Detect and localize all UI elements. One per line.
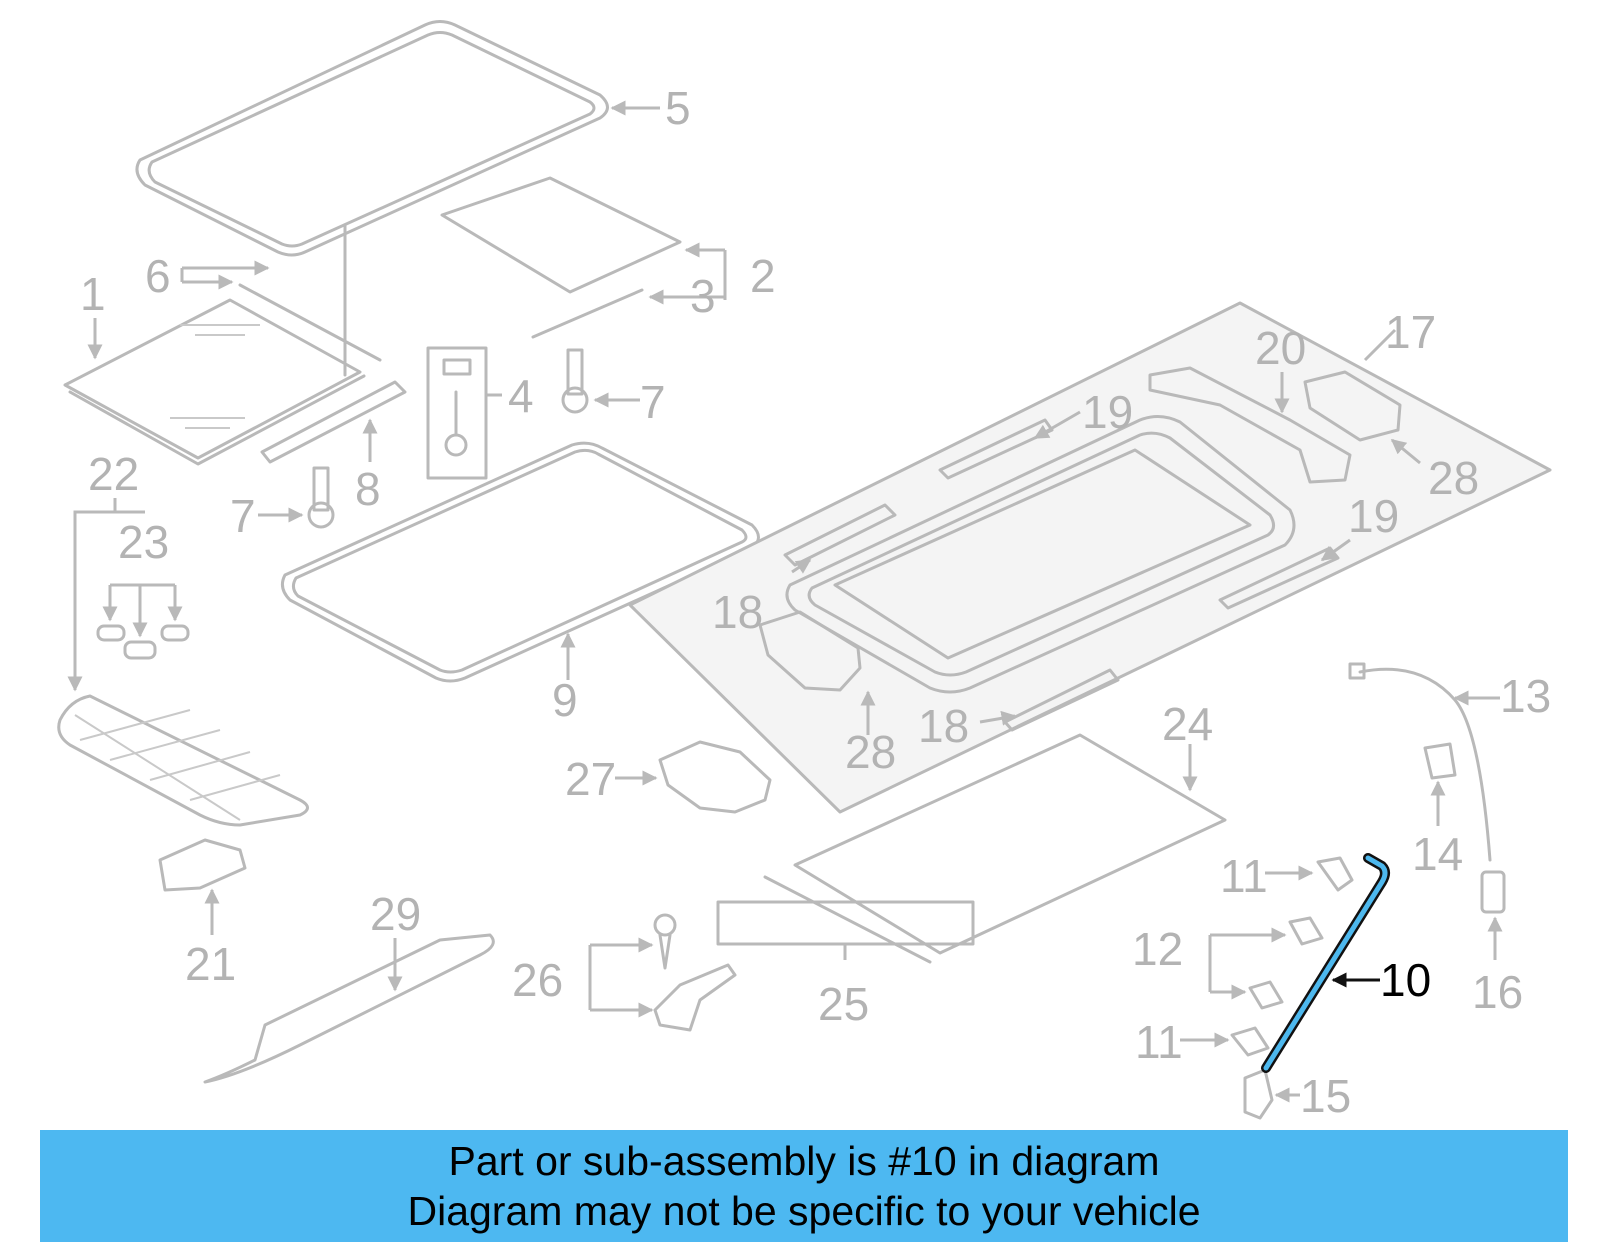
part-1-panel: 1 6 8 — [63, 223, 407, 515]
callout-16: 16 — [1472, 966, 1523, 1018]
parts-diagram: 5 2 3 1 6 8 4 — [57, 20, 1552, 1120]
callout-29: 29 — [370, 888, 421, 940]
part-10-drain-tube: 10 — [1261, 853, 1431, 1073]
part-18-19-20-28-rails: 19 19 20 28 28 18 18 — [712, 322, 1479, 778]
callout-10: 10 — [1380, 954, 1431, 1006]
caption-line-2: Diagram may not be specific to your vehi… — [407, 1188, 1201, 1234]
part-21-bracket: 21 — [158, 838, 247, 990]
callout-7b: 7 — [230, 490, 256, 542]
part-4-fastener-kit: 4 — [426, 346, 534, 480]
callout-18a: 18 — [712, 586, 763, 638]
part-13-16-drain: 13 14 16 15 — [1243, 662, 1551, 1120]
callout-26: 26 — [512, 954, 563, 1006]
callout-12: 12 — [1132, 923, 1183, 975]
callout-28a: 28 — [1428, 452, 1479, 504]
callout-11b: 11 — [1135, 1016, 1183, 1068]
part-2-panel: 2 3 — [440, 176, 776, 339]
part-17-frame-assembly: 17 — [628, 301, 1552, 814]
callout-20: 20 — [1255, 322, 1306, 374]
callout-15: 15 — [1300, 1070, 1351, 1120]
part-11-12-clips: 11 11 12 — [1132, 850, 1354, 1068]
callout-13: 13 — [1500, 670, 1551, 722]
part-22-trim-panel: 22 23 — [57, 448, 309, 827]
callout-7a: 7 — [640, 376, 666, 428]
callout-14: 14 — [1412, 828, 1463, 880]
callout-24: 24 — [1162, 698, 1213, 750]
callout-19a: 19 — [1082, 386, 1133, 438]
part-7-bolt: 7 7 — [230, 348, 666, 542]
callout-3: 3 — [690, 270, 716, 322]
callout-9: 9 — [552, 674, 578, 726]
callout-22: 22 — [88, 448, 139, 500]
callout-5: 5 — [665, 82, 691, 134]
callout-19b: 19 — [1348, 490, 1399, 542]
callout-28b: 28 — [845, 726, 896, 778]
callout-17: 17 — [1385, 306, 1436, 358]
callout-8: 8 — [355, 463, 381, 515]
callout-1: 1 — [80, 268, 106, 320]
part-24-sunshade: 24 25 — [716, 698, 1227, 1030]
caption-line-1: Part or sub-assembly is #10 in diagram — [448, 1138, 1160, 1184]
callout-2: 2 — [750, 250, 776, 302]
part-5-glass-seal: 5 — [135, 20, 691, 257]
part-29-side-trim: 29 — [203, 888, 495, 1084]
callout-18b: 18 — [918, 700, 969, 752]
callout-27: 27 — [565, 753, 616, 805]
callout-21: 21 — [185, 938, 236, 990]
callout-6: 6 — [145, 250, 171, 302]
caption-banner: Part or sub-assembly is #10 in diagram D… — [40, 1130, 1568, 1242]
callout-25: 25 — [818, 978, 869, 1030]
callout-23: 23 — [118, 516, 169, 568]
part-26-screw: 26 — [512, 913, 737, 1032]
part-27-motor: 27 — [565, 740, 772, 814]
callout-4: 4 — [508, 370, 534, 422]
callout-11a: 11 — [1220, 850, 1268, 902]
